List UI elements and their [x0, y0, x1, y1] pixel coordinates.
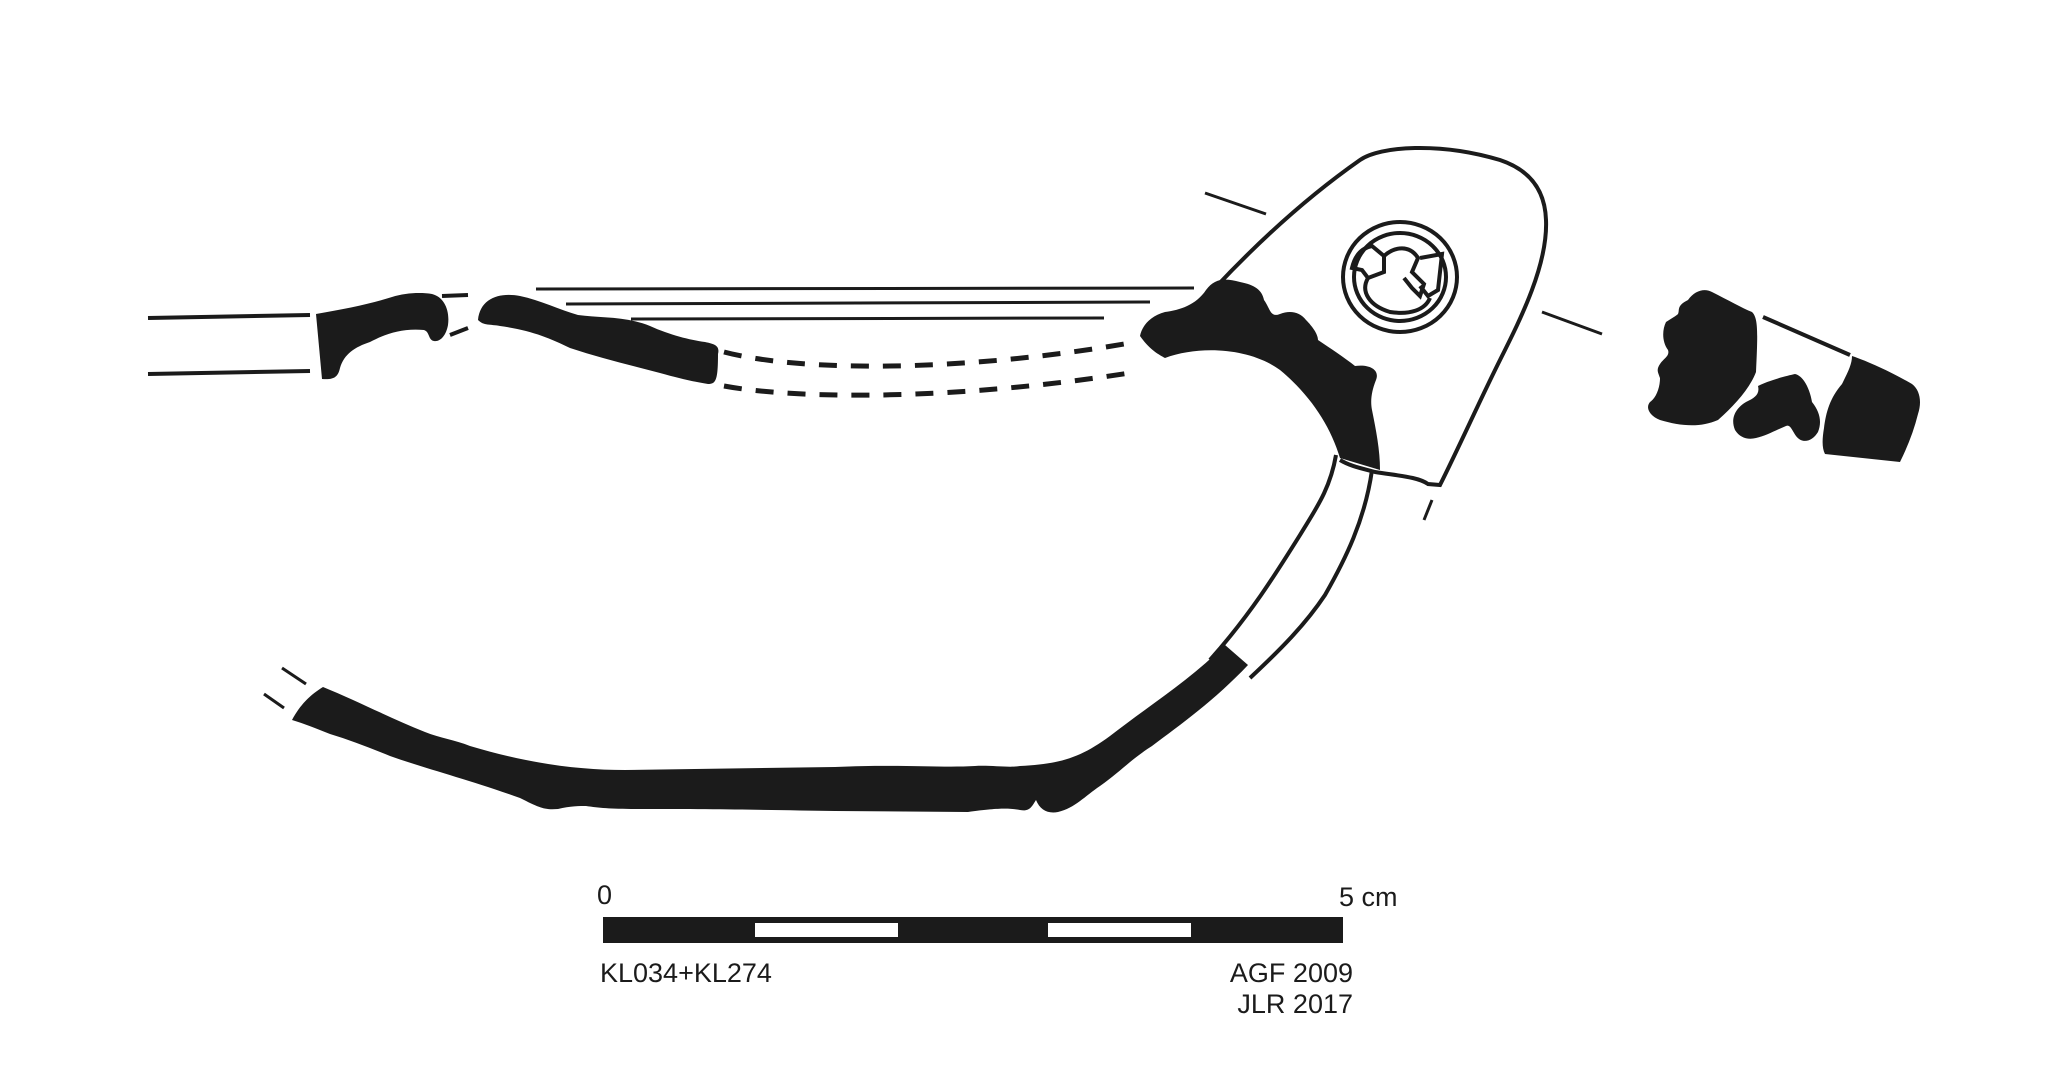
- handle-junction-section: [1140, 279, 1380, 470]
- rim-gap-mark: [449, 326, 469, 337]
- scale-bar-frame: [603, 917, 1343, 943]
- scale-bar-white-segment: [1048, 923, 1191, 937]
- fragment-rim-right: [1822, 356, 1920, 462]
- rim-reference-lines: [535, 286, 1195, 321]
- fragment-seal-mid: [1733, 374, 1820, 441]
- seal-stamp: [1341, 220, 1459, 334]
- reconstruction-dashed-lines: [723, 341, 1137, 398]
- rim-profile-center: [478, 294, 719, 384]
- credit-line: JLR 2017: [1237, 989, 1353, 1019]
- handle-strap-inner: [1248, 469, 1374, 680]
- body-break-marks: [263, 666, 307, 710]
- scale-bar-white-segment: [755, 923, 898, 937]
- handle-attachment-outline: [1213, 145, 1549, 488]
- fragment-guide-line: [1541, 310, 1603, 336]
- scale-start-label: 0: [597, 880, 613, 910]
- catalog-id-label: KL034+KL274: [600, 958, 772, 988]
- rim-profile-left: [316, 293, 449, 380]
- fragment-guide-line: [1762, 315, 1851, 357]
- fragment-guide-line: [1204, 191, 1267, 216]
- scale-end-label: 5 cm: [1339, 882, 1398, 912]
- left-extension-lines: [147, 313, 311, 376]
- body-wall-section: [292, 645, 1248, 813]
- scale-bar: [603, 917, 1343, 943]
- fragment-seal-left: [1648, 290, 1758, 426]
- rim-gap-mark: [441, 293, 469, 298]
- handle-strap-outer: [1208, 454, 1338, 662]
- credit-line: AGF 2009: [1229, 958, 1353, 988]
- handle-break-mark: [1422, 499, 1434, 521]
